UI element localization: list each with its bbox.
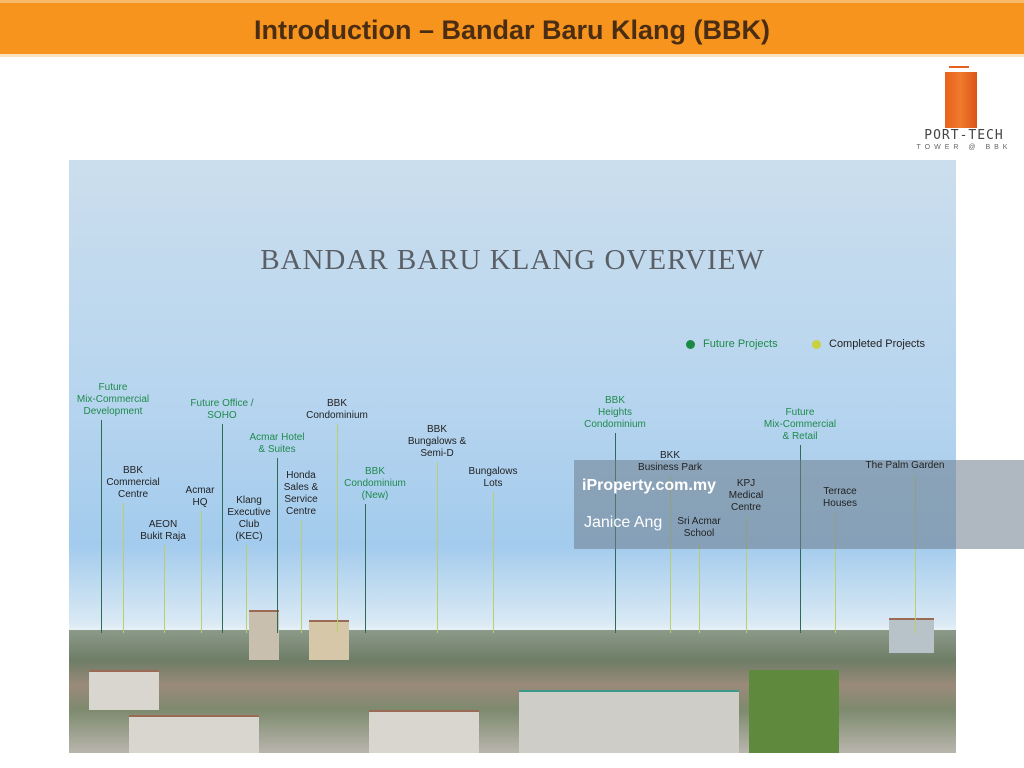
logo-subtitle: TOWER @ BBK	[916, 144, 1012, 151]
leader-line	[337, 424, 338, 633]
leader-line	[277, 458, 278, 633]
leader-line	[915, 474, 916, 633]
location-label: BBK Commercial Centre	[106, 465, 160, 500]
location-label: Future Office / SOHO	[190, 398, 254, 421]
legend-label: Future Projects	[703, 338, 778, 350]
leader-line	[746, 516, 747, 633]
leader-line	[670, 476, 671, 633]
slide-header: Introduction – Bandar Baru Klang (BBK)	[0, 0, 1024, 57]
leader-line	[835, 512, 836, 633]
location-label: BBK Condominium (New)	[344, 466, 406, 501]
future-dot-icon	[686, 339, 695, 349]
location-label: The Palm Garden	[865, 460, 945, 471]
watermark-brand: iProperty.com.my	[582, 477, 716, 494]
location-label: BBK Bungalows & Semi-D	[407, 424, 467, 459]
location-label: Sri Acmar School	[677, 516, 721, 539]
location-label: AEON Bukit Raja	[140, 519, 186, 542]
leader-line	[365, 504, 366, 633]
location-label: Future Mix-Commercial Development	[76, 382, 150, 417]
location-label: Bungalows Lots	[468, 466, 518, 489]
leader-line	[699, 542, 700, 633]
leader-line	[101, 420, 102, 633]
location-label: BBK Condominium	[306, 398, 368, 421]
location-label: Terrace Houses	[823, 486, 857, 509]
location-label: Future Mix-Commercial & Retail	[763, 407, 837, 442]
city-skyline	[69, 610, 956, 753]
leader-line	[437, 462, 438, 633]
slide-title: Introduction – Bandar Baru Klang (BBK)	[253, 15, 770, 45]
location-label: Klang Executive Club (KEC)	[227, 495, 271, 542]
leader-line	[164, 545, 165, 633]
logo-name: PORT-TECH	[924, 128, 1004, 143]
watermark: iProperty.com.my Janice Ang	[574, 460, 1024, 549]
legend-future: Future Projects	[686, 338, 778, 350]
location-label: Honda Sales & Service Centre	[283, 470, 319, 517]
overview-title: BANDAR BARU KLANG OVERVIEW	[260, 244, 765, 276]
legend-label: Completed Projects	[829, 338, 925, 350]
leader-line	[246, 545, 247, 633]
location-label: BBK Heights Condominium	[584, 395, 646, 430]
location-label: KPJ Medical Centre	[728, 478, 764, 513]
location-label: Acmar Hotel & Suites	[249, 432, 305, 455]
leader-line	[201, 511, 202, 633]
leader-line	[123, 503, 124, 633]
legend-completed: Completed Projects	[812, 338, 925, 350]
location-label: BKK Business Park	[638, 450, 702, 473]
tower-icon	[945, 66, 977, 128]
completed-dot-icon	[812, 339, 821, 349]
leader-line	[493, 492, 494, 633]
location-label: Acmar HQ	[185, 485, 215, 508]
overview-image: BANDAR BARU KLANG OVERVIEW Future Projec…	[69, 160, 956, 753]
port-tech-logo: PORT-TECH TOWER @ BBK	[912, 66, 1016, 156]
leader-line	[301, 520, 302, 633]
leader-line	[222, 424, 223, 633]
watermark-agent: Janice Ang	[584, 514, 663, 531]
